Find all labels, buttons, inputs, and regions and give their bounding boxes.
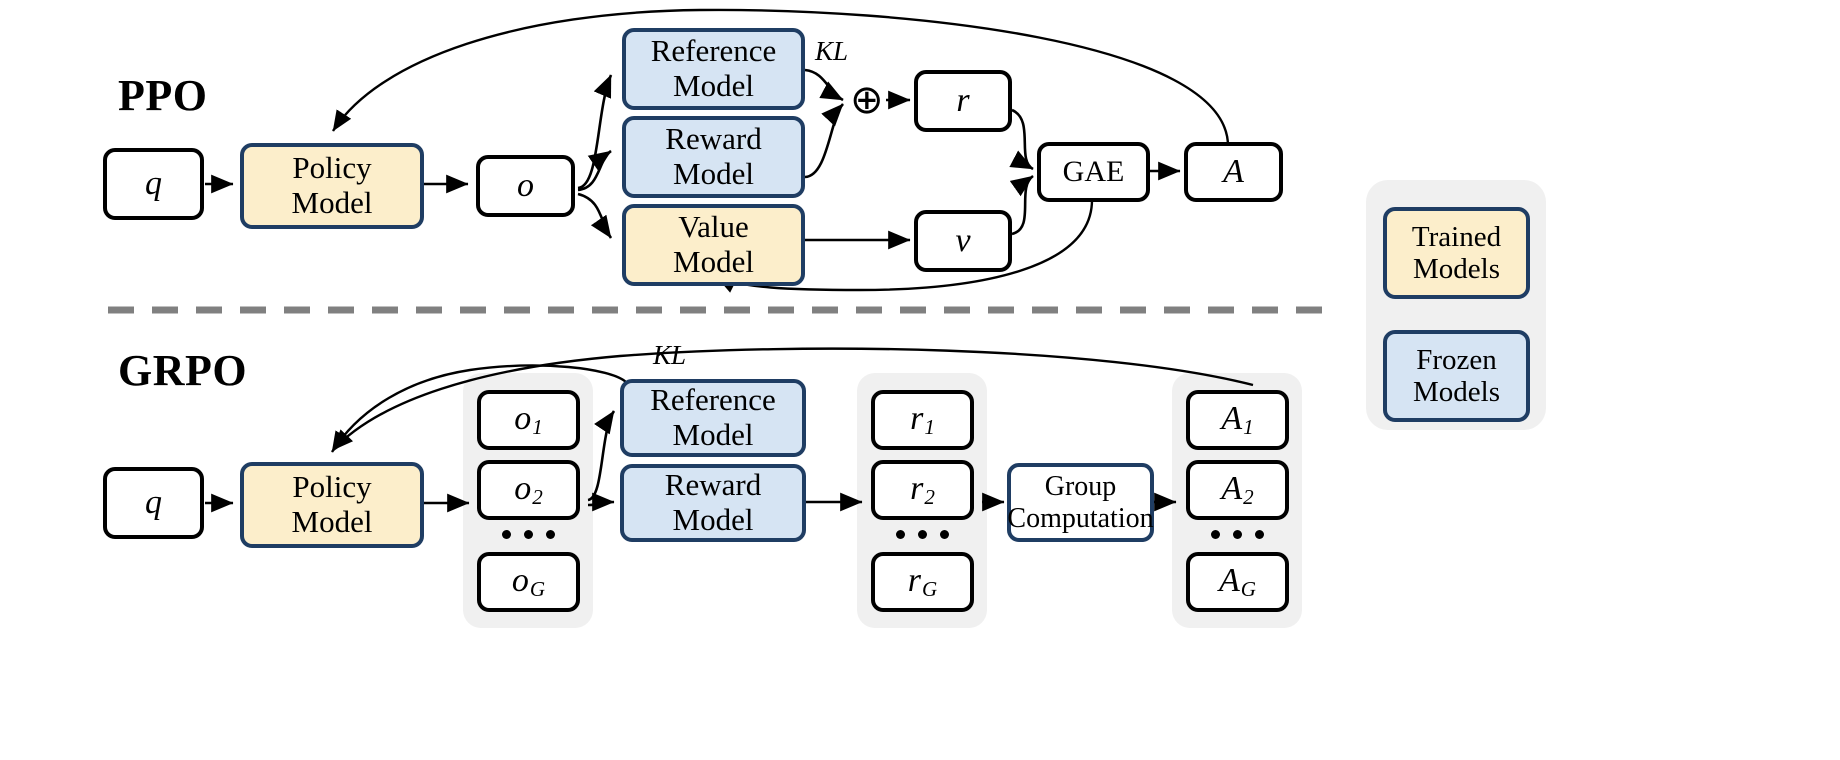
grpo-node-advantage-G-label: AG xyxy=(1218,562,1256,602)
ppo-node-reward-model-line2: Model xyxy=(673,156,754,191)
ppo-node-gae-label: GAE xyxy=(1062,155,1125,189)
ppo-edge-reward-to-oplus xyxy=(804,103,845,179)
legend-frozen-models-swatch: Frozen Models xyxy=(1383,330,1530,422)
grpo-node-reward-1-label: r1 xyxy=(910,400,935,440)
grpo-node-output-2-label: o2 xyxy=(514,470,543,510)
ppo-node-A[interactable]: A xyxy=(1184,142,1283,202)
grpo-node-advantage-1[interactable]: A1 xyxy=(1186,390,1289,450)
ppo-node-value-model[interactable]: Value Model xyxy=(622,204,805,286)
grpo-node-q[interactable]: q xyxy=(103,467,204,539)
grpo-node-group-computation[interactable]: Group Computation xyxy=(1007,463,1154,542)
grpo-node-advantage-2-label: A2 xyxy=(1221,470,1254,510)
ppo-node-r[interactable]: r xyxy=(914,70,1012,132)
ppo-edge-reference-to-oplus xyxy=(804,68,844,102)
ppo-node-r-label: r xyxy=(956,81,970,119)
grpo-node-policy-model-line1: Policy xyxy=(292,469,372,505)
ppo-node-v[interactable]: v xyxy=(914,210,1012,272)
grpo-node-reference-model[interactable]: Reference Model xyxy=(620,379,806,457)
grpo-node-reward-G[interactable]: rG xyxy=(871,552,974,612)
grpo-node-reward-1[interactable]: r1 xyxy=(871,390,974,450)
grpo-node-q-label: q xyxy=(145,483,162,521)
grpo-node-reward-G-label: rG xyxy=(907,562,938,602)
legend-trained-models-line2: Models xyxy=(1413,253,1500,285)
grpo-node-output-G[interactable]: oG xyxy=(477,552,580,612)
legend-frozen-models-line2: Models xyxy=(1413,376,1500,408)
ppo-node-v-label: v xyxy=(955,221,971,259)
grpo-node-policy-model[interactable]: Policy Model xyxy=(240,462,424,548)
ppo-node-gae[interactable]: GAE xyxy=(1037,142,1150,202)
grpo-node-reference-model-line2: Model xyxy=(672,417,754,452)
ppo-node-o-label: o xyxy=(517,166,534,204)
grpo-node-reward-model[interactable]: Reward Model xyxy=(620,464,806,542)
ppo-section-title: PPO xyxy=(118,71,208,120)
grpo-rewards-ellipsis xyxy=(888,527,956,541)
ppo-node-q[interactable]: q xyxy=(103,148,204,220)
legend-frozen-models-line1: Frozen xyxy=(1416,343,1497,376)
ppo-node-reward-model-line1: Reward xyxy=(665,121,762,157)
ppo-node-policy-model-line2: Model xyxy=(291,185,373,220)
ppo-edge-label-kl: KL xyxy=(815,36,849,66)
grpo-node-reward-2[interactable]: r2 xyxy=(871,460,974,520)
grpo-node-policy-model-line2: Model xyxy=(291,504,373,539)
ppo-node-value-model-line2: Model xyxy=(673,244,754,279)
grpo-node-reference-model-line1: Reference xyxy=(650,382,776,418)
ppo-edge-r-to-gae xyxy=(1009,108,1034,171)
grpo-node-output-1-label: o1 xyxy=(514,400,543,440)
ppo-node-q-label: q xyxy=(145,164,162,202)
grpo-node-group-computation-line2: Computation xyxy=(1007,502,1154,534)
ppo-edge-o-to-reward xyxy=(577,149,612,192)
ppo-node-reference-model-line2: Model xyxy=(673,68,754,103)
grpo-node-reward-2-label: r2 xyxy=(910,470,935,510)
grpo-outputs-ellipsis xyxy=(494,527,562,541)
ppo-edge-o-to-value xyxy=(577,192,613,239)
legend-trained-models-line1: Trained xyxy=(1411,220,1502,253)
grpo-node-advantage-2[interactable]: A2 xyxy=(1186,460,1289,520)
ppo-node-reference-model[interactable]: Reference Model xyxy=(622,28,805,110)
ppo-edge-o-to-reference xyxy=(577,74,613,190)
grpo-node-output-1[interactable]: o1 xyxy=(477,390,580,450)
grpo-section-title: GRPO xyxy=(118,346,248,395)
grpo-node-advantage-1-label: A1 xyxy=(1221,400,1254,440)
ppo-node-A-label: A xyxy=(1223,152,1244,190)
grpo-edge-label-kl: KL xyxy=(653,340,687,370)
ppo-node-reference-model-line1: Reference xyxy=(650,33,777,69)
grpo-node-reward-model-line2: Model xyxy=(672,502,754,537)
ppo-edge-v-to-gae xyxy=(1009,174,1034,236)
ppo-node-policy-model-line1: Policy xyxy=(292,150,372,186)
ppo-node-policy-model[interactable]: Policy Model xyxy=(240,143,424,229)
ppo-oplus-icon: ⊕ xyxy=(850,77,884,123)
grpo-node-advantage-G[interactable]: AG xyxy=(1186,552,1289,612)
legend-trained-models-swatch: Trained Models xyxy=(1383,207,1530,299)
grpo-node-output-G-label: oG xyxy=(511,562,546,602)
grpo-node-reward-model-line1: Reward xyxy=(664,467,762,503)
ppo-node-value-model-line1: Value xyxy=(678,209,749,245)
grpo-node-output-2[interactable]: o2 xyxy=(477,460,580,520)
ppo-node-o[interactable]: o xyxy=(476,155,575,217)
grpo-advantages-ellipsis xyxy=(1203,527,1271,541)
grpo-node-group-computation-line1: Group xyxy=(1044,471,1117,503)
ppo-node-reward-model[interactable]: Reward Model xyxy=(622,116,805,198)
